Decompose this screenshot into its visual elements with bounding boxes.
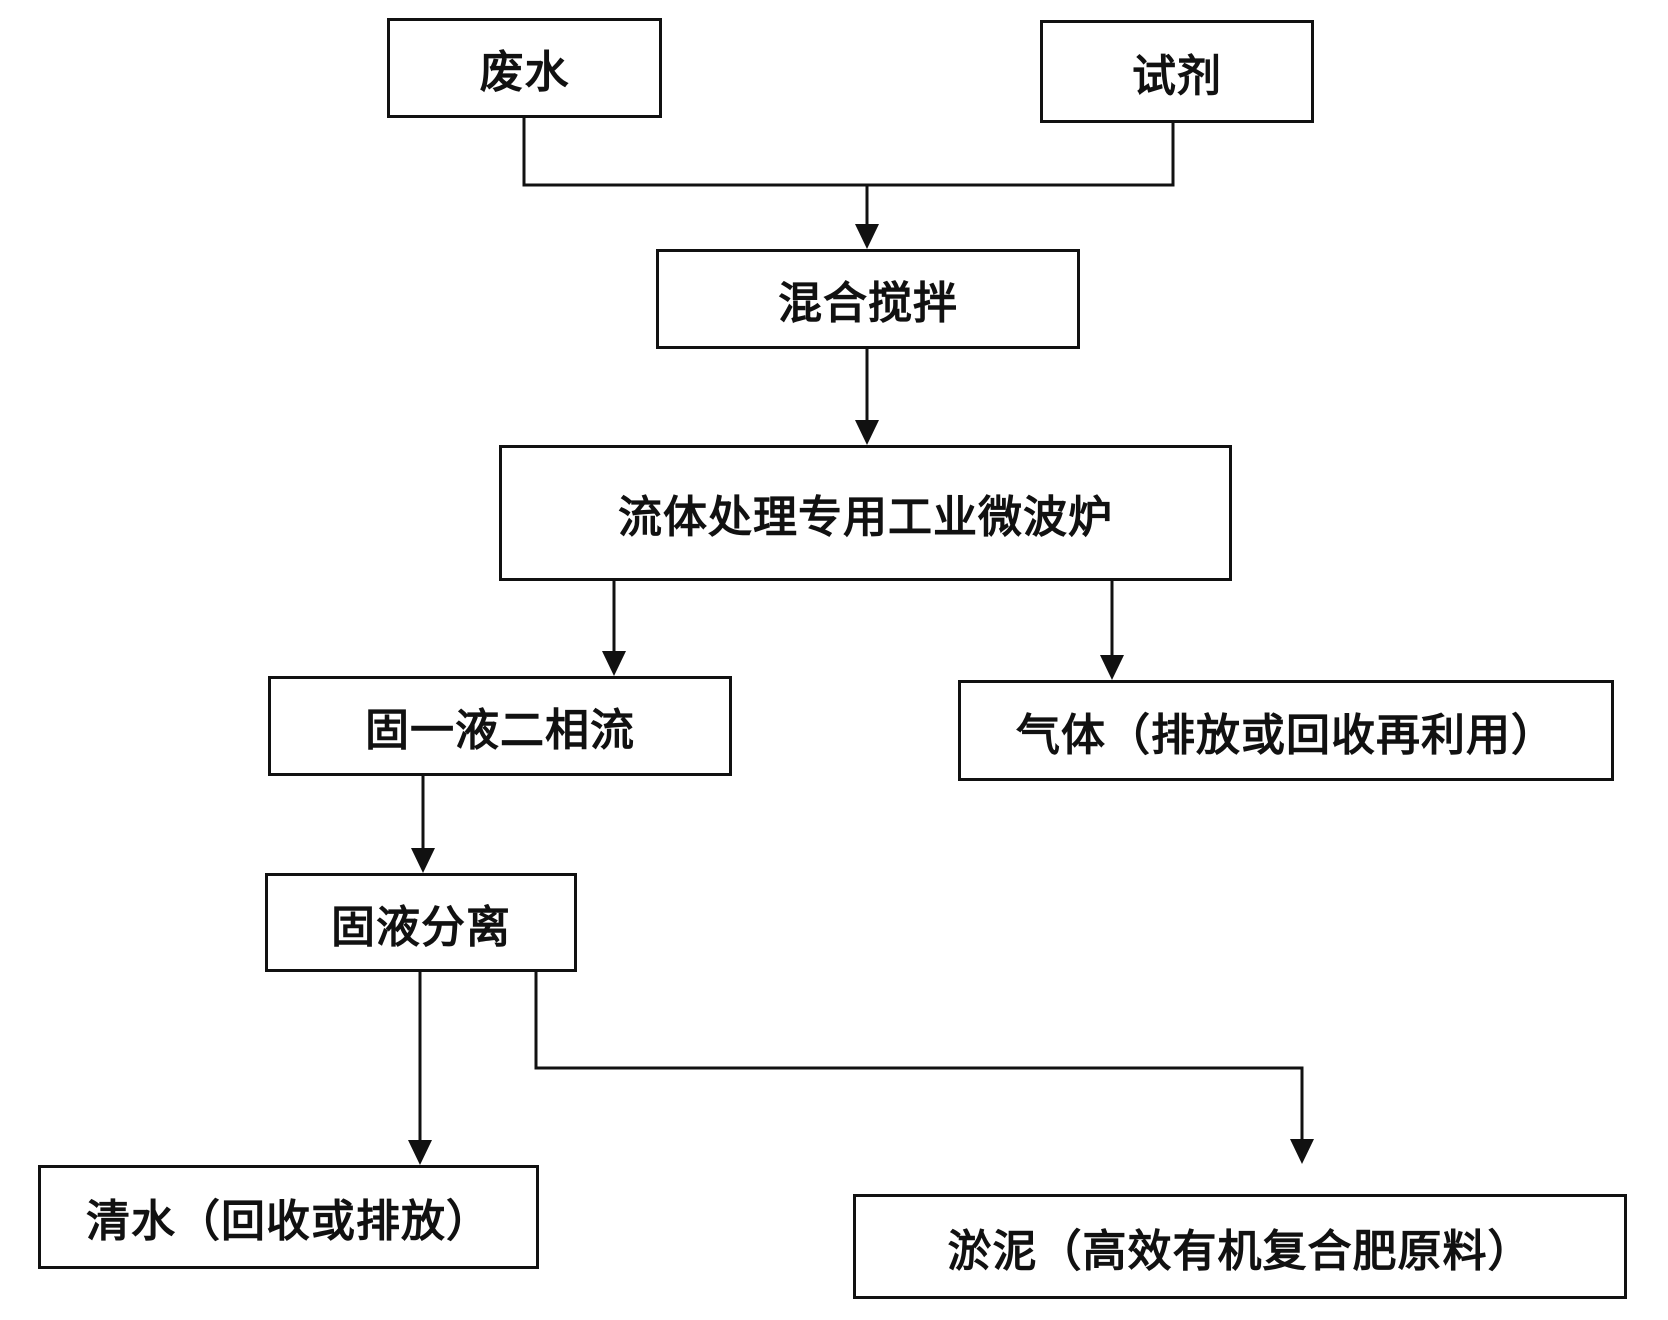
clear-water-node: 清水（回收或排放） (38, 1165, 539, 1269)
solid-liquid-separation-node: 固液分离 (265, 873, 577, 972)
two-phase-flow-node: 固一液二相流 (268, 676, 732, 776)
gas-node: 气体（排放或回收再利用） (958, 680, 1614, 781)
sludge-node: 淤泥（高效有机复合肥原料） (853, 1194, 1627, 1299)
wastewater-label: 废水 (479, 47, 570, 98)
edge-reagent-to-merge (867, 123, 1175, 187)
microwave-furnace-label: 流体处理专用工业微波炉 (618, 492, 1113, 543)
reagent-label: 试剂 (1132, 50, 1222, 102)
reagent-node: 试剂 (1040, 20, 1314, 123)
arrowhead-to-twophase (602, 651, 626, 676)
solid-liquid-separation-label: 固液分离 (331, 901, 511, 953)
edge-wastewater-to-merge (522, 118, 867, 187)
arrowhead-to-separation (411, 848, 435, 873)
two-phase-flow-label: 固一液二相流 (365, 705, 635, 756)
wastewater-node: 废水 (387, 18, 662, 118)
arrowhead-to-microwave (855, 420, 879, 445)
microwave-furnace-node: 流体处理专用工业微波炉 (499, 445, 1232, 581)
clear-water-label: 清水（回收或排放） (86, 1196, 491, 1247)
arrowhead-to-sludge (1290, 1139, 1314, 1164)
arrowhead-to-clearwater (408, 1140, 432, 1165)
edge-separation-to-sludge (534, 972, 1304, 1143)
gas-label: 气体（排放或回收再利用） (1016, 709, 1556, 761)
sludge-label: 淤泥（高效有机复合肥原料） (947, 1225, 1533, 1277)
arrowhead-to-mixing (855, 224, 879, 249)
mixing-label: 混合搅拌 (778, 278, 958, 329)
arrowhead-to-gas (1100, 655, 1124, 680)
mixing-node: 混合搅拌 (656, 249, 1080, 349)
